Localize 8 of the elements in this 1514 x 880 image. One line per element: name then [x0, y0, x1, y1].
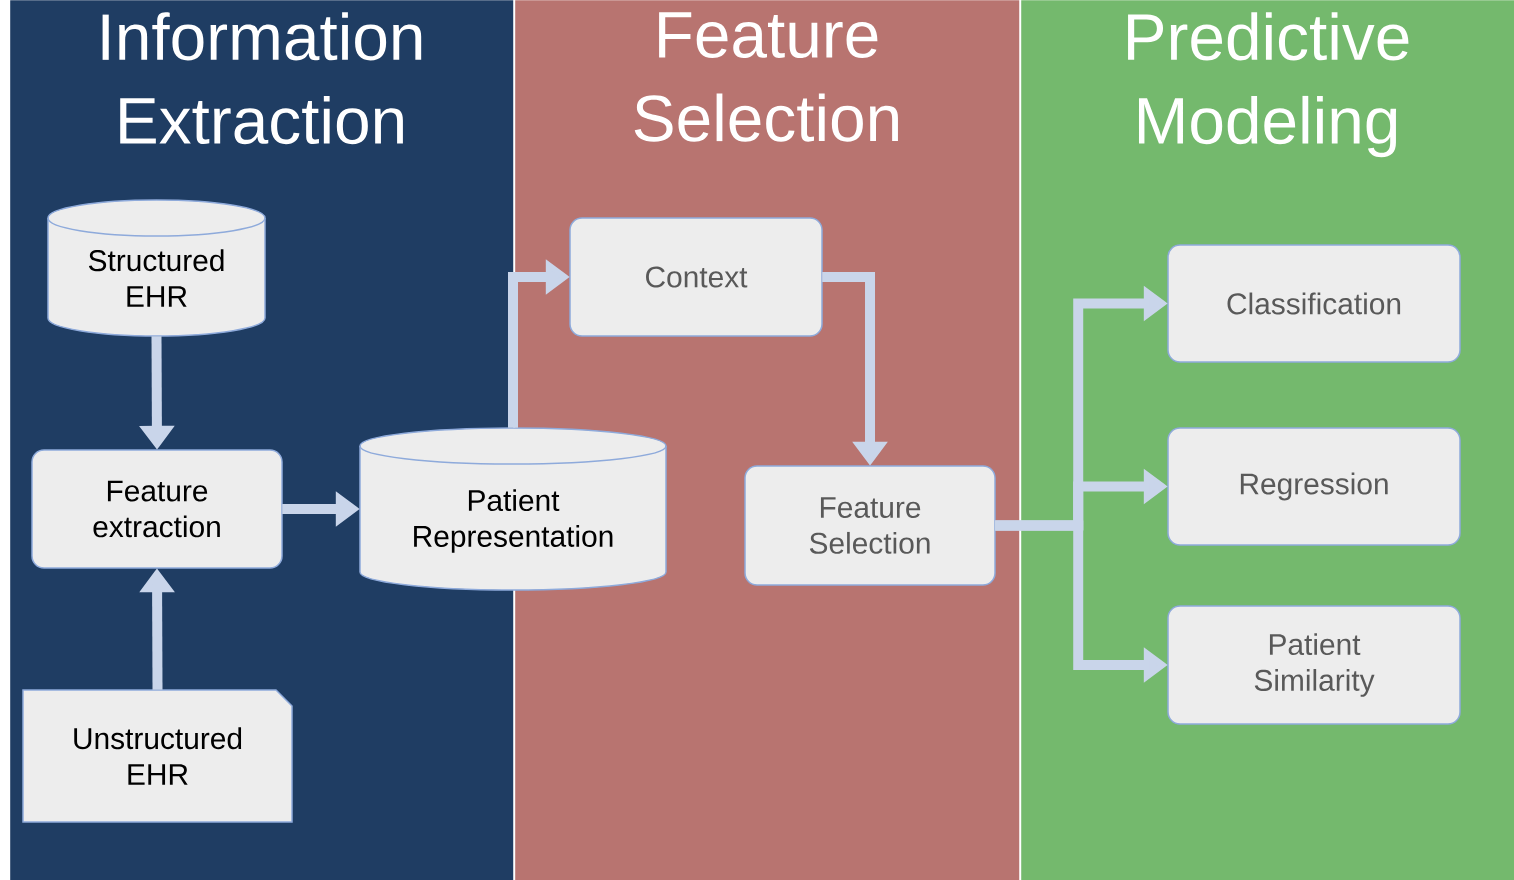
database-cylinder: Patient Representation [359, 427, 667, 591]
process-box: Feature extraction [31, 449, 283, 569]
process-box: Feature Selection [744, 465, 996, 586]
process-box: Classification [1167, 244, 1461, 363]
database-cylinder: Structured EHR [47, 199, 266, 337]
process-box: Context [569, 217, 823, 337]
process-box: Regression [1167, 427, 1461, 546]
process-box: Patient Similarity [1167, 605, 1461, 725]
